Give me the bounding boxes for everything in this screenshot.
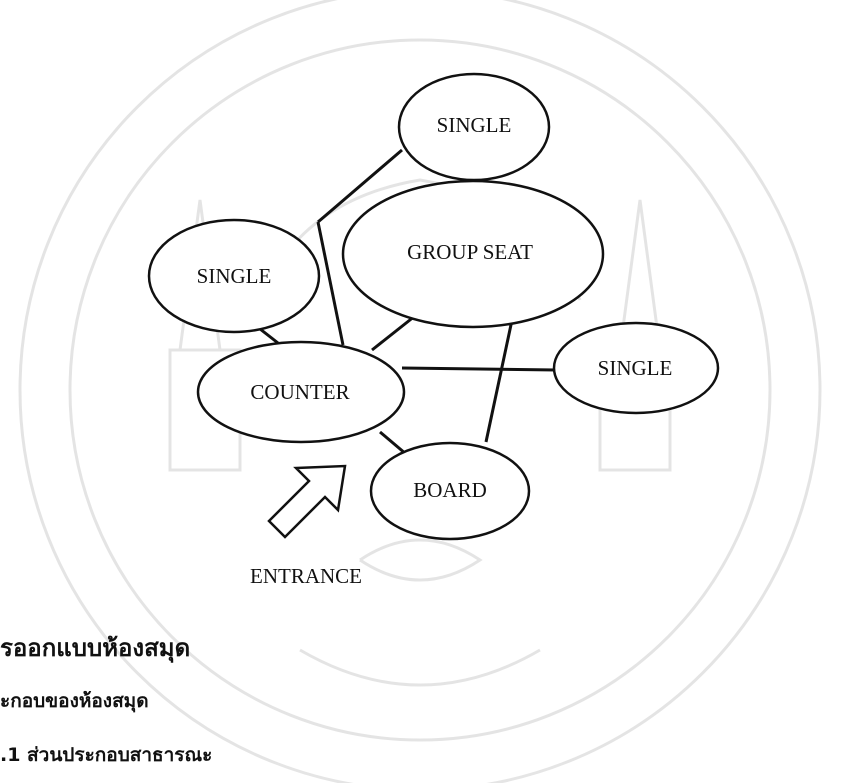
node-group-seat: GROUP SEAT (343, 181, 603, 327)
subsubsection-heading: .1 ส่วนประกอบสาธารณะ (0, 740, 212, 770)
node-single-right-label: SINGLE (598, 356, 673, 380)
subsection-heading: ะกอบของห้องสมุด (0, 686, 149, 716)
entrance-arrow-icon (269, 466, 345, 537)
connector-counter-single-right (402, 368, 556, 370)
node-single-top-label: SINGLE (437, 113, 512, 137)
node-single-left: SINGLE (149, 220, 319, 332)
node-single-top: SINGLE (399, 74, 549, 180)
connector-counter-board (380, 432, 406, 454)
node-single-right: SINGLE (554, 323, 718, 413)
node-counter: COUNTER (198, 342, 404, 442)
node-group-seat-label: GROUP SEAT (407, 240, 533, 264)
node-board-label: BOARD (413, 478, 487, 502)
connector-group-seat-board (486, 320, 512, 442)
connector-counter-single-top (318, 222, 343, 345)
entrance-label: ENTRANCE (250, 564, 362, 588)
node-single-left-label: SINGLE (197, 264, 272, 288)
node-board: BOARD (371, 443, 529, 539)
node-counter-label: COUNTER (250, 380, 349, 404)
section-heading: รออกแบบห้องสมุด (0, 628, 190, 667)
